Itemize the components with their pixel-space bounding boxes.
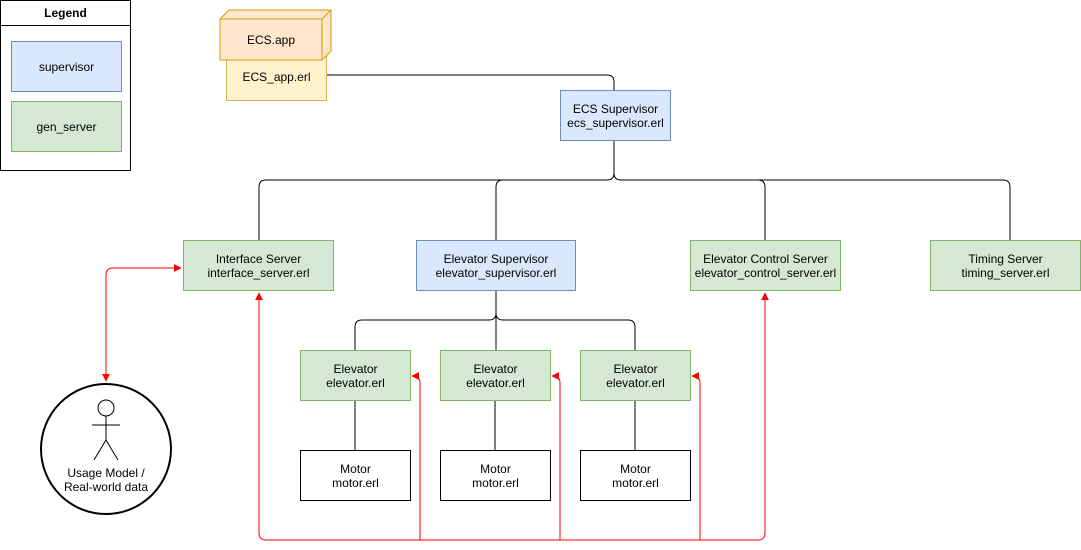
legend-gen-server-label: gen_server <box>36 119 97 134</box>
elevator-supervisor-name: Elevator Supervisor <box>443 251 549 266</box>
elevator-supervisor-trunk-line <box>354 291 497 350</box>
elevator-control-server-node[interactable]: Elevator Control Server elevator_control… <box>690 240 841 291</box>
interface-server-name: Interface Server <box>215 251 302 266</box>
legend-supervisor-label: supervisor <box>38 59 95 74</box>
motor-name: Motor <box>340 461 371 476</box>
app-to-ecs-supervisor-line <box>326 74 615 90</box>
legend-supervisor-swatch: supervisor <box>11 41 122 92</box>
ecs-supervisor-node[interactable]: ECS Supervisor ecs_supervisor.erl <box>560 90 671 141</box>
timing-server-file: timing_server.erl <box>961 265 1050 280</box>
elevator-supervisor-node[interactable]: Elevator Supervisor elevator_supervisor.… <box>416 240 576 291</box>
usage-model-label-line-2: Real-world data <box>63 480 149 494</box>
bottom-bus-to-interface-arrow <box>255 292 420 541</box>
motor-name: Motor <box>480 461 511 476</box>
ecs-app-box-icon[interactable] <box>219 9 333 61</box>
elevator-supervisor-to-elevator-3-line <box>495 312 636 350</box>
motor-node-1[interactable]: Motor motor.erl <box>300 450 411 501</box>
ecs-to-elevator-supervisor-line <box>495 179 504 240</box>
elevator-node-1[interactable]: Elevator elevator.erl <box>300 350 411 401</box>
motor-name: Motor <box>620 461 651 476</box>
elevator-supervisor-file: elevator_supervisor.erl <box>435 265 557 280</box>
motor-node-3[interactable]: Motor motor.erl <box>580 450 691 501</box>
interface-server-node[interactable]: Interface Server interface_server.erl <box>183 240 334 291</box>
elevator-name: Elevator <box>333 361 378 376</box>
usage-model-label: Usage Model / Real-world data <box>40 466 172 494</box>
interface-server-file: interface_server.erl <box>207 265 310 280</box>
motor-node-2[interactable]: Motor motor.erl <box>440 450 551 501</box>
usage-model-label-line-1: Usage Model / <box>67 466 145 480</box>
elevator-file: elevator.erl <box>466 375 525 390</box>
ecs-to-control-server-line <box>757 179 766 240</box>
ecs-app-file-label: ECS_app.erl <box>242 70 311 84</box>
legend-panel: Legend supervisor gen_server <box>0 0 131 171</box>
bus-to-elevator-2-arrow <box>551 372 561 540</box>
ecs-app-label: ECS.app <box>246 32 296 47</box>
ecs-to-interface-line <box>258 172 615 240</box>
timing-server-node[interactable]: Timing Server timing_server.erl <box>930 240 1081 291</box>
ecs-supervisor-trunk-line <box>613 140 1011 240</box>
motor-file: motor.erl <box>472 475 519 490</box>
elevator-file: elevator.erl <box>326 375 385 390</box>
elevator-file: elevator.erl <box>606 375 665 390</box>
legend-title: Legend <box>1 1 130 26</box>
stick-figure-icon <box>92 399 120 461</box>
bottom-bus-to-control-server-arrow <box>420 292 769 541</box>
elevator-node-3[interactable]: Elevator elevator.erl <box>580 350 691 401</box>
actor-interface-message-arrow <box>102 264 182 382</box>
ecs-supervisor-file: ecs_supervisor.erl <box>567 115 664 130</box>
bus-to-elevator-3-arrow <box>691 372 701 540</box>
bus-to-elevator-1-arrow <box>411 372 421 540</box>
timing-server-name: Timing Server <box>968 251 1043 266</box>
elevator-node-2[interactable]: Elevator elevator.erl <box>440 350 551 401</box>
elevator-control-server-file: elevator_control_server.erl <box>694 265 837 280</box>
elevator-control-server-name: Elevator Control Server <box>703 251 828 266</box>
motor-file: motor.erl <box>332 475 379 490</box>
ecs-supervisor-name: ECS Supervisor <box>572 101 659 116</box>
legend-gen-server-swatch: gen_server <box>11 101 122 152</box>
elevator-name: Elevator <box>473 361 518 376</box>
motor-file: motor.erl <box>612 475 659 490</box>
elevator-name: Elevator <box>613 361 658 376</box>
ecs-app-label-wrap: ECS.app <box>220 19 322 60</box>
